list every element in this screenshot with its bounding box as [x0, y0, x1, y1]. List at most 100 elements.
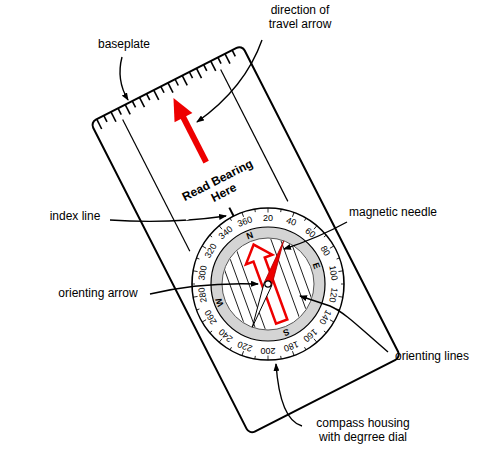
needle-north [264, 241, 284, 286]
orienting-arrow-outline [240, 240, 294, 327]
dial-tick [338, 296, 342, 298]
dial-tick [230, 218, 232, 221]
ruler-tick [118, 108, 121, 114]
dial-tick [268, 356, 269, 361]
dial-tick [305, 347, 307, 350]
ruler-tick [147, 94, 150, 100]
dial-tick [292, 351, 294, 355]
ruler-tick [204, 65, 207, 71]
ruler-tick [211, 61, 216, 71]
callout-label: compass housing with degrree dial [304, 417, 422, 445]
dial-number: 200 [260, 346, 275, 355]
dial-tick [230, 347, 232, 350]
orienting-line [285, 225, 319, 319]
ruler-tick [232, 50, 235, 56]
ruler-tick [111, 112, 116, 122]
dial-tick [305, 218, 307, 221]
dial-tick [192, 284, 195, 285]
leader-line [276, 364, 302, 426]
index-line [229, 208, 234, 217]
callout-label: index line [40, 210, 110, 224]
dial-tick [341, 284, 344, 285]
dial-tick [324, 331, 326, 333]
dial-tick [280, 356, 282, 359]
dial-number: 280 [197, 287, 208, 303]
cardinal-letter: E [311, 262, 322, 271]
dial-tick [242, 351, 244, 355]
direction-arrow-shaft [183, 116, 207, 162]
ruler-tick [132, 101, 135, 107]
dial-tick [202, 320, 206, 322]
dial-tick [219, 226, 222, 229]
dial-tick [337, 258, 340, 259]
orienting-arrow [240, 240, 294, 327]
callout-label: orienting arrow [48, 287, 148, 301]
dial-tick [314, 226, 317, 229]
dial-tick [197, 258, 200, 259]
ruler-tick [139, 97, 144, 107]
dial-tick [202, 246, 206, 248]
dial-tick [338, 270, 342, 272]
plate-label: Read Bearing Here [174, 154, 268, 220]
dial-tick [242, 213, 244, 217]
ruler-tick [225, 54, 230, 64]
ruler-tick [189, 72, 192, 78]
dial-number: 120 [327, 287, 338, 303]
dial-tick [280, 209, 282, 212]
cardinal-letter: S [281, 327, 290, 338]
dial-number: 160 [302, 326, 319, 343]
dial-tick [197, 309, 200, 310]
dial-number: 80 [319, 244, 332, 257]
dial-number: 300 [197, 264, 208, 280]
dial-tick [254, 209, 256, 212]
ruler-tick [196, 68, 201, 78]
cardinal-letter: N [246, 230, 255, 241]
callout-label: orienting lines [384, 350, 480, 364]
dial-tick [324, 235, 326, 237]
callout-label: baseplate [92, 38, 156, 52]
plate-line [123, 119, 190, 251]
leader-line [197, 40, 262, 122]
dial-ticks [171, 187, 366, 382]
dial-tick [193, 270, 197, 272]
callout-label: direction of travel arrow [255, 4, 345, 32]
dial-tick [330, 246, 334, 248]
ruler-tick [168, 83, 173, 93]
callout-label: magnetic needle [345, 206, 441, 220]
dial-tick [254, 356, 256, 359]
dial-tick [193, 296, 197, 298]
dial-tick [330, 320, 334, 322]
ruler-tick [97, 119, 102, 129]
needle-pivot [265, 281, 271, 287]
dial-number: 360 [237, 215, 254, 229]
ruler-tick [104, 116, 107, 122]
dial-number: 40 [284, 216, 296, 228]
dial-tick [219, 339, 222, 342]
dial-number: 240 [217, 326, 234, 343]
needle-south [252, 283, 271, 328]
compass-housing [171, 187, 366, 382]
ruler-tick [125, 105, 130, 115]
dial-tick [292, 213, 294, 217]
orienting-line [226, 246, 260, 340]
ruler-tick [218, 57, 221, 63]
direction-arrow-head [165, 94, 193, 123]
dial-tick [268, 208, 269, 213]
ruler-ticks [97, 50, 237, 129]
dial-number: 140 [318, 308, 333, 326]
leader-lines [110, 40, 388, 426]
ruler-tick [175, 79, 178, 85]
dial-number: 220 [237, 339, 254, 353]
baseplate [90, 45, 400, 434]
dial-tick [210, 331, 212, 333]
dial-number: 100 [327, 264, 338, 280]
cardinal-letter: W [214, 296, 225, 307]
dial-tick [210, 235, 212, 237]
dial-number: 20 [263, 214, 273, 223]
leader-line [120, 57, 128, 100]
ruler-tick [161, 87, 164, 93]
leader-line [110, 216, 226, 221]
